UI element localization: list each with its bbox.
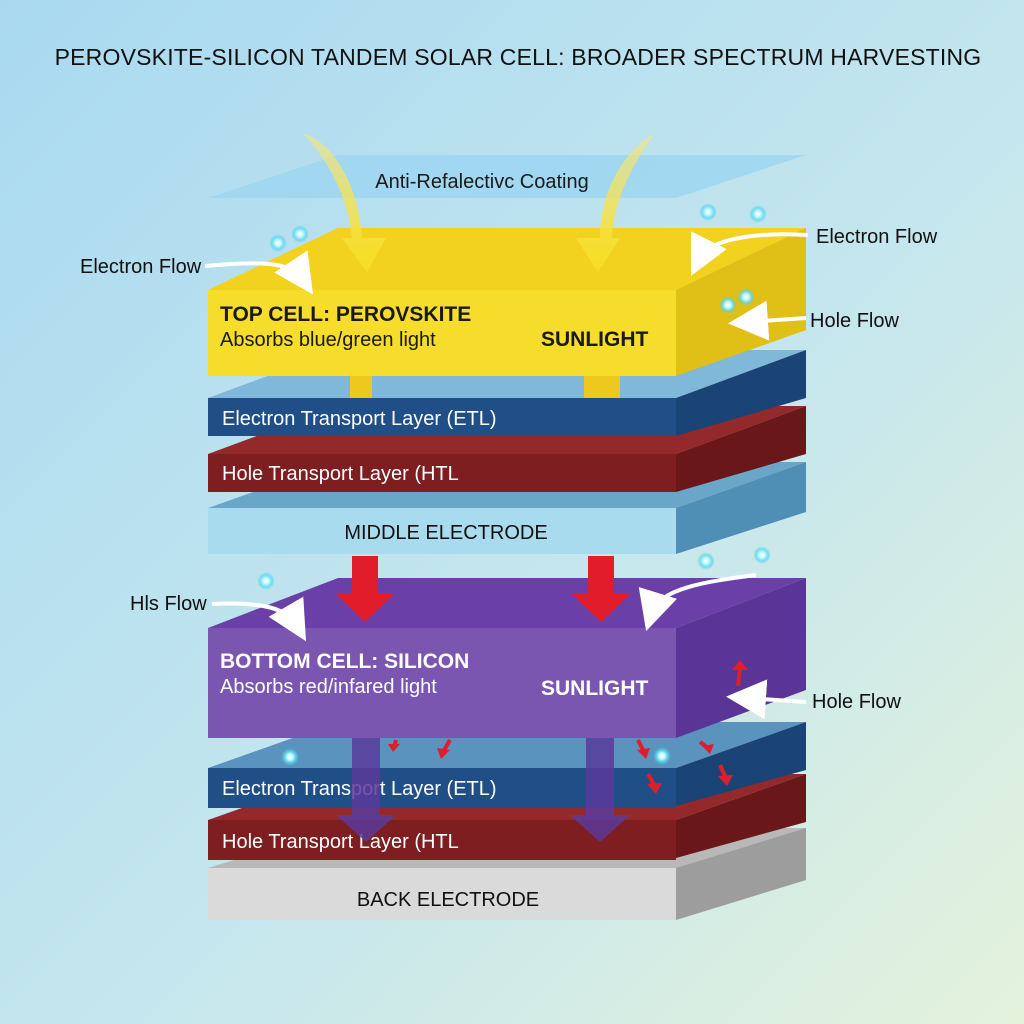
small-red-arrows bbox=[388, 660, 748, 794]
silicon-bottom-cell: BOTTOM CELL: SILICON Absorbs red/infared… bbox=[208, 578, 806, 738]
silicon-downflow-arrows bbox=[336, 738, 630, 842]
hole-flow-bottom-label: Hole Flow bbox=[812, 691, 901, 713]
perovskite-top-cell: TOP CELL: PEROVSKITE Absorbs blue/green … bbox=[208, 228, 806, 376]
middle-electrode-label: MIDDLE ELECTRODE bbox=[344, 522, 547, 544]
electron-flow-right-label: Electron Flow bbox=[816, 226, 938, 248]
red-down-arrow-icon bbox=[336, 556, 630, 622]
back-electrode-label: BACK ELECTRODE bbox=[357, 889, 539, 911]
top-cell-subtitle: Absorbs blue/green light bbox=[220, 329, 436, 351]
bottom-cell-subtitle: Absorbs red/infared light bbox=[220, 676, 437, 698]
bottom-cell-title: BOTTOM CELL: SILICON bbox=[220, 650, 469, 673]
top-cell-title: TOP CELL: PEROVSKITE bbox=[220, 303, 471, 326]
top-htl-label: Hole Transport Layer (HTL bbox=[222, 463, 459, 485]
bottom-htl-label: Hole Transport Layer (HTL bbox=[222, 831, 459, 853]
curved-white-arrow-icon bbox=[204, 231, 809, 720]
coating-label: Anti-Refalectivc Coating bbox=[375, 171, 588, 193]
anti-reflective-coating: Anti-Refalectivc Coating bbox=[208, 155, 806, 198]
electron-flow-left-label: Electron Flow bbox=[80, 256, 202, 278]
hole-flow-top-label: Hole Flow bbox=[810, 310, 899, 332]
hls-flow-left-label: Hls Flow bbox=[130, 593, 207, 615]
top-etl-label: Electron Transport Layer (ETL) bbox=[222, 408, 497, 430]
bottom-sunlight-label: SUNLIGHT bbox=[541, 677, 649, 700]
diagram-title: PEROVSKITE-SILICON TANDEM SOLAR CELL: BR… bbox=[55, 44, 982, 70]
glowing-dot-icon bbox=[257, 203, 771, 766]
top-sunlight-label: SUNLIGHT bbox=[541, 328, 649, 351]
yellow-curved-arrow-icon bbox=[302, 133, 655, 272]
